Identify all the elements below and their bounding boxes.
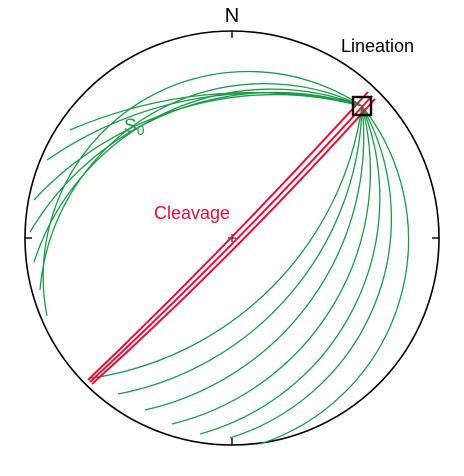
cleavage-great-circles bbox=[87, 91, 376, 385]
north-label: N bbox=[225, 5, 239, 27]
cleavage-arc bbox=[87, 91, 369, 381]
bedding-arc bbox=[199, 105, 381, 435]
bedding-arc bbox=[229, 105, 392, 439]
bedding-arc bbox=[117, 105, 363, 395]
bedding-label: S0 bbox=[124, 116, 145, 138]
bedding-arc bbox=[39, 83, 363, 291]
cleavage-label: Cleavage bbox=[154, 203, 230, 223]
lineation-label: Lineation bbox=[341, 36, 414, 56]
bedding-arc bbox=[171, 105, 372, 425]
bedding-arc bbox=[33, 93, 363, 201]
bedding-arc bbox=[144, 105, 365, 411]
lineation-marker bbox=[351, 95, 373, 117]
bedding-arc bbox=[42, 70, 363, 317]
bedding-arc bbox=[91, 105, 363, 379]
bedding-arc bbox=[259, 105, 410, 445]
cleavage-arc bbox=[89, 95, 373, 383]
bedding-great-circles bbox=[29, 70, 410, 445]
bedding-arc bbox=[69, 91, 363, 131]
cleavage-arc bbox=[91, 98, 376, 385]
